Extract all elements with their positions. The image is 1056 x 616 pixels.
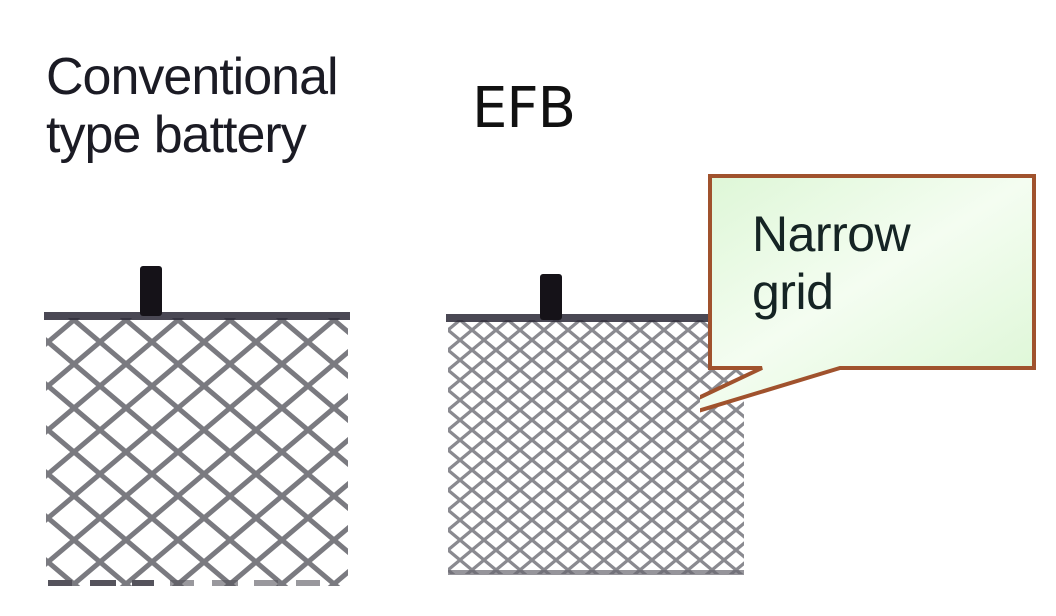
- conventional-grid-plate: [40, 262, 360, 597]
- callout-line2: grid: [752, 263, 834, 320]
- callout-shape-icon: [700, 174, 1036, 413]
- narrow-grid-callout: Narrow grid: [700, 166, 1056, 456]
- conventional-grid-icon: [44, 266, 350, 586]
- efb-label: EFB: [472, 76, 576, 141]
- efb-grid-plate: [444, 268, 750, 586]
- callout-text: Narrow grid: [752, 206, 911, 321]
- efb-grid-icon: [446, 274, 746, 575]
- conventional-label-line1: Conventional: [46, 48, 339, 106]
- callout-line1: Narrow: [752, 206, 911, 262]
- conventional-label-line2: type battery: [46, 106, 307, 165]
- conventional-battery-label: Conventional type battery: [46, 48, 386, 164]
